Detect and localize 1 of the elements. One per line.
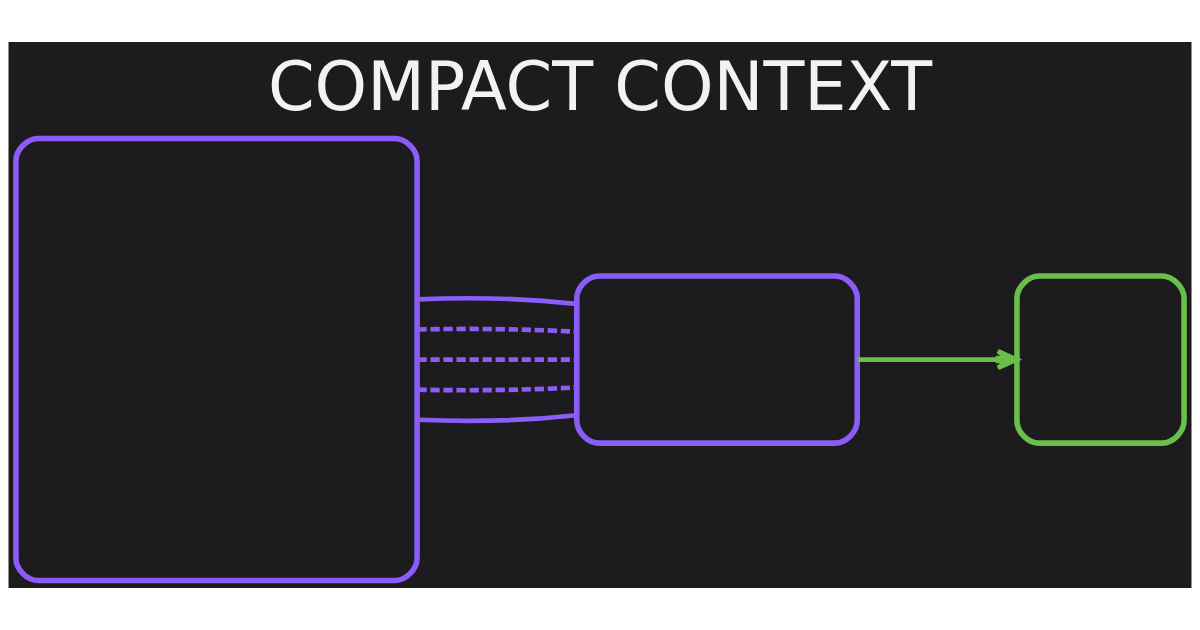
diagram-title: COMPACT CONTEXT <box>267 48 933 127</box>
